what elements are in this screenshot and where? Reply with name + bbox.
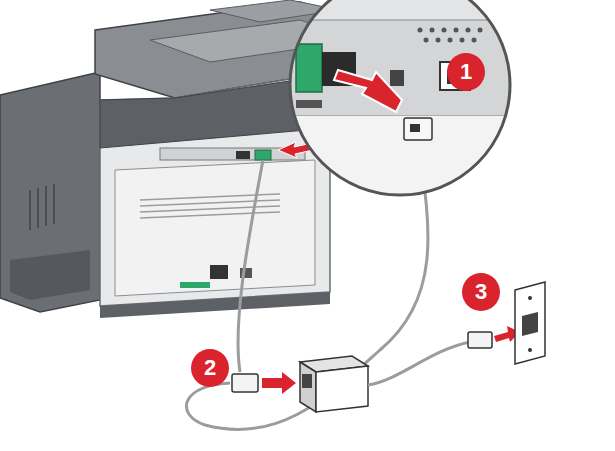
callout-circle bbox=[191, 349, 229, 387]
wall-jack bbox=[515, 282, 545, 364]
callout-number: 1 bbox=[460, 59, 472, 85]
callout-number: 2 bbox=[204, 355, 216, 381]
callout-number: 3 bbox=[475, 279, 487, 305]
dsl-filter bbox=[300, 356, 368, 412]
callout-circle bbox=[447, 53, 485, 91]
phone-cable bbox=[368, 342, 470, 385]
phone-plug bbox=[232, 374, 258, 392]
phone-cable bbox=[238, 160, 263, 372]
callout-circle bbox=[462, 273, 500, 311]
magnified-port bbox=[280, 0, 520, 196]
arrow bbox=[262, 372, 296, 394]
phone-plug bbox=[468, 332, 492, 348]
